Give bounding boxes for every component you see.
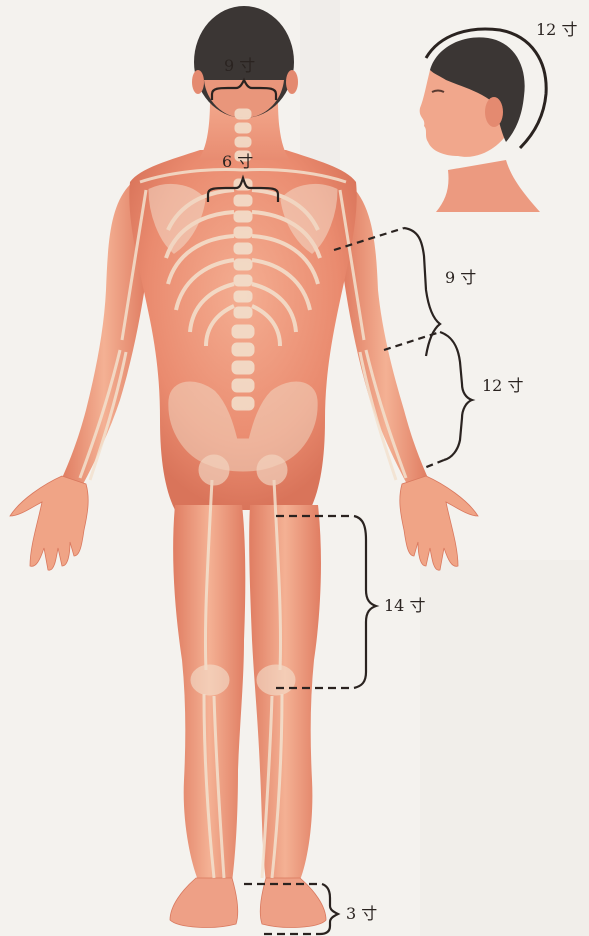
head-width-label: 9 寸 (224, 58, 255, 74)
left-ear (192, 70, 204, 94)
upper-arm-label: 9 寸 (445, 270, 476, 286)
profile-ear (485, 97, 503, 127)
thigh-brace (354, 516, 376, 688)
left-foot (170, 878, 238, 927)
forearm-bottom-dash (424, 460, 444, 468)
left-hand (10, 476, 88, 570)
profile-neck (436, 160, 540, 212)
right-hip-joint (258, 456, 286, 484)
right-knee (258, 666, 294, 694)
shoulder-blades-label: 6 寸 (222, 154, 253, 170)
right-hand (400, 476, 478, 570)
head-profile-illustration (420, 29, 546, 212)
right-ear (286, 70, 298, 94)
forearm-top-dash (384, 332, 440, 350)
forearm-label: 12 寸 (482, 378, 523, 394)
thigh-label: 14 寸 (384, 598, 425, 614)
head-arc-label: 12 寸 (536, 22, 577, 38)
right-foot (260, 878, 326, 927)
left-knee (192, 666, 228, 694)
left-hip-joint (200, 456, 228, 484)
forearm-brace (440, 332, 472, 460)
foot-label: 3 寸 (346, 906, 377, 922)
right-arm (344, 180, 428, 486)
